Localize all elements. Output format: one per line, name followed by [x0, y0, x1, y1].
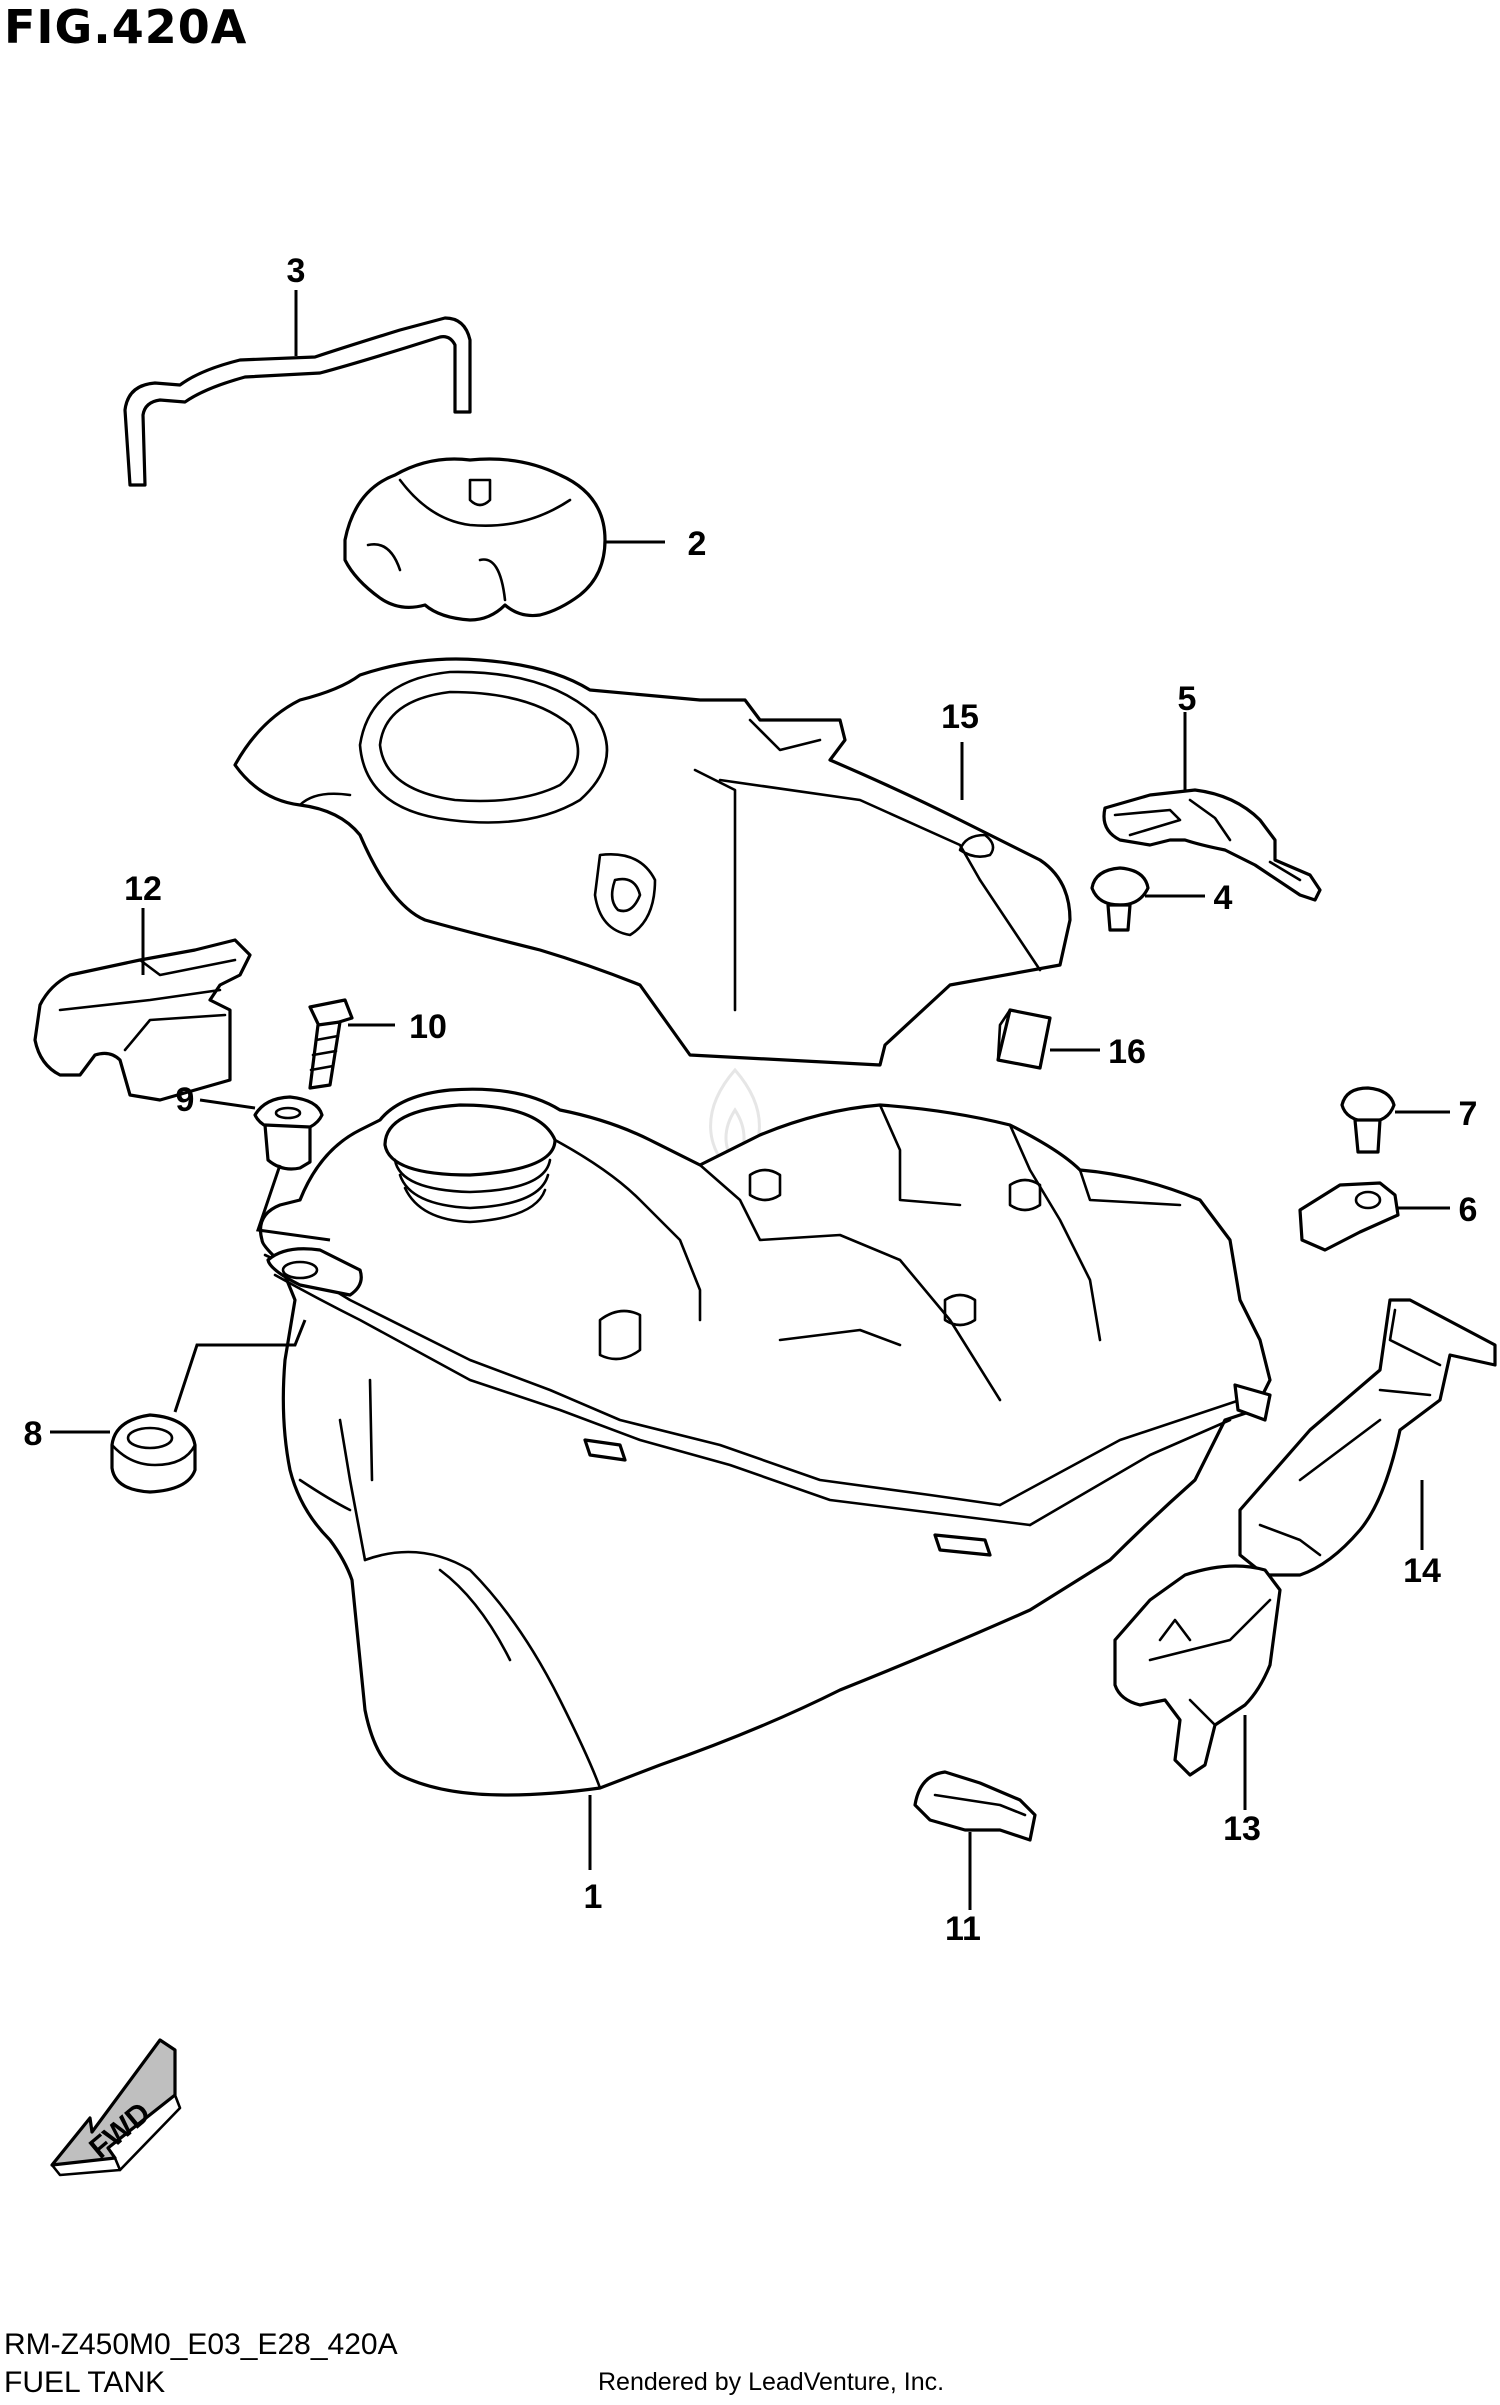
fuel-tank — [258, 1087, 1272, 1797]
render-credit: Rendered by LeadVenture, Inc. — [598, 2368, 945, 2396]
heat-shield-12 — [33, 938, 252, 1102]
fwd-arrow: FWD — [50, 2038, 182, 2177]
collar-9 — [253, 1095, 324, 1171]
callout-15: 15 — [941, 698, 979, 736]
diagram-name: FUEL TANK — [4, 2366, 166, 2399]
cushion-8 — [110, 1413, 197, 1494]
callout-6: 6 — [1459, 1191, 1478, 1229]
screw-4 — [1090, 866, 1150, 932]
callout-12: 12 — [124, 870, 162, 908]
callout-7: 7 — [1459, 1095, 1478, 1133]
clip-11 — [913, 1770, 1037, 1842]
cushion-pad-16 — [996, 1008, 1052, 1070]
fuel-cap — [343, 457, 607, 622]
callout-13: 13 — [1223, 1810, 1261, 1848]
callout-14: 14 — [1403, 1552, 1441, 1590]
callout-8: 8 — [24, 1415, 43, 1453]
figure-title: FIG.420A — [4, 0, 248, 54]
leader-lines — [50, 290, 1450, 1910]
bolt-7 — [1340, 1086, 1396, 1154]
bolt-10 — [308, 998, 354, 1090]
callout-10: 10 — [409, 1008, 447, 1046]
callout-2: 2 — [688, 525, 707, 563]
tank-cover — [233, 657, 1072, 1067]
heat-shield-14 — [1238, 1298, 1497, 1577]
breather-hose — [123, 316, 472, 487]
callout-1: 1 — [584, 1878, 603, 1916]
callout-4: 4 — [1214, 879, 1233, 917]
clamp — [1102, 788, 1322, 902]
callout-11: 11 — [945, 1910, 981, 1948]
callout-9: 9 — [176, 1081, 195, 1119]
callout-3: 3 — [287, 252, 306, 290]
heat-shield-13 — [1113, 1564, 1282, 1777]
callout-5: 5 — [1178, 680, 1197, 718]
callout-16: 16 — [1108, 1033, 1146, 1071]
diagram-code: RM-Z450M0_E03_E28_420A — [4, 2328, 398, 2361]
bracket-6 — [1298, 1181, 1400, 1252]
callout-labels: 1 2 3 4 5 6 7 8 9 10 11 12 13 14 15 16 — [24, 252, 1478, 1948]
